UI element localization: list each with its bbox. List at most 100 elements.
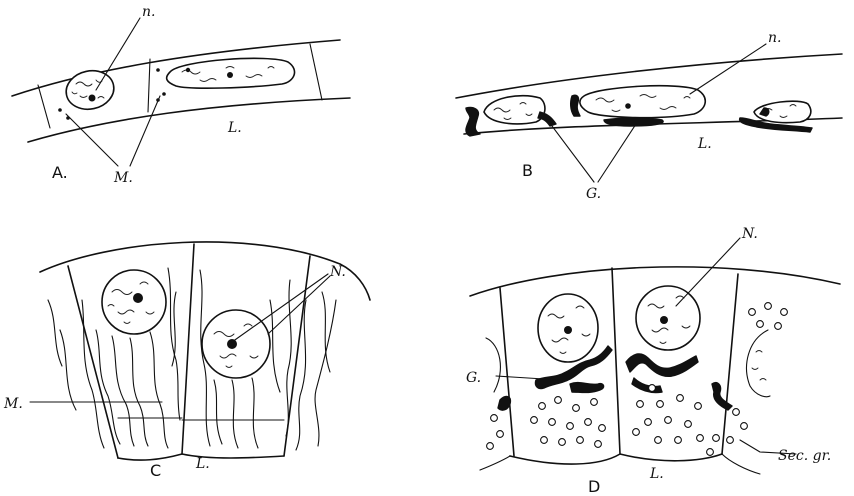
panel-c-mitochondrion <box>48 300 62 366</box>
panel-d-granule <box>657 401 664 408</box>
panel-b-letter: B <box>522 161 533 180</box>
panel-d-nucleolus <box>564 326 572 334</box>
panel-d-nucleus-label: N. <box>741 226 758 242</box>
panel-d-golgi-label: G. <box>466 370 481 386</box>
panel-a-nucleus <box>63 66 118 113</box>
panel-d-granule <box>733 409 740 416</box>
panel-b-leader-golgi <box>598 124 636 182</box>
panel-d-lumen-label: L. <box>649 466 664 482</box>
panel-c-leader-nucleus <box>268 276 330 334</box>
panel-d-leader-nucleus <box>676 238 740 306</box>
panel-c-lumen-label: L. <box>195 456 210 472</box>
panel-d-lumen-border <box>722 454 760 474</box>
panel-d-granule <box>497 431 504 438</box>
panel-d-granule <box>757 321 764 328</box>
panel-c-nucleus-label: N. <box>329 264 346 280</box>
panel-d-granule <box>591 399 598 406</box>
panel-b-golgi <box>466 107 480 136</box>
panel-b-golgi <box>571 95 580 116</box>
panel-d-cell-wall <box>722 274 738 454</box>
panel-b-nucleus-label: n. <box>768 30 781 46</box>
panel-d-golgi <box>626 354 698 376</box>
panel-c-mitochondrion <box>172 292 176 366</box>
panel-d-lumen-border <box>480 456 510 470</box>
panel-c-mitochondrion <box>168 268 180 420</box>
panel-d-granule <box>555 397 562 404</box>
panel-b-nucleus <box>484 96 545 124</box>
panel-d-granule <box>487 443 494 450</box>
panel-d-golgi <box>632 378 662 393</box>
panel-d-granule <box>685 421 692 428</box>
panel-a-cell-wall <box>310 44 322 100</box>
panel-d-granule <box>531 417 538 424</box>
panel-b-nucleus-elongated <box>580 86 705 118</box>
panel-c-mitochondrion <box>150 332 168 448</box>
panel-d-granule <box>697 435 704 442</box>
panel-b-lumen-label: L. <box>697 136 712 152</box>
panel-d-partial-nucleus <box>747 330 770 397</box>
panel-d-secretory-label: Sec. gr. <box>778 448 831 464</box>
panel-c-leader-nucleus <box>232 274 328 342</box>
panel-d-granule <box>573 405 580 412</box>
panel-a-leader-mito <box>130 96 160 166</box>
panel-a-leader-nucleus <box>96 18 140 90</box>
panel-c-mitochondrion <box>232 380 238 448</box>
panel-a-mito-label: M. <box>113 170 133 186</box>
panel-d-granule <box>541 437 548 444</box>
panel-d-lumen-border <box>510 454 722 464</box>
panel-b-nucleolus <box>625 103 631 109</box>
panel-d-granule <box>713 435 720 442</box>
panel-d-granule <box>707 449 714 456</box>
panel-d-granule <box>599 425 606 432</box>
panel-d-granule <box>677 395 684 402</box>
panel-d-nucleus <box>636 286 700 350</box>
panel-d-letter: D <box>588 477 600 496</box>
panel-d-granule <box>645 419 652 426</box>
panel-d-granule <box>655 437 662 444</box>
panel-d-partial-nucleus <box>486 338 500 392</box>
panel-d-cell-wall <box>612 268 620 454</box>
panel-d-granule <box>585 419 592 426</box>
panel-d-granule <box>633 429 640 436</box>
panel-c: N. M. L. C <box>3 242 370 480</box>
panel-d-golgi <box>712 383 732 410</box>
panel-d-granule <box>491 415 498 422</box>
panel-c-mitochondrion <box>60 330 76 410</box>
panel-c-outer-membrane <box>40 242 370 300</box>
panel-d-nucleolus <box>660 316 668 324</box>
panel-c-nucleolus <box>227 339 237 349</box>
panel-a-letter: A. <box>52 163 68 182</box>
panel-c-mito-label: M. <box>3 396 23 412</box>
panel-a-nucleus-label: n. <box>142 4 155 20</box>
panel-a-cell-wall <box>38 85 50 128</box>
panel-d-granule <box>765 303 772 310</box>
panel-a: n. M. L. A. <box>12 4 350 186</box>
panel-a-mitochondrion <box>156 68 160 72</box>
panel-d-granule <box>577 437 584 444</box>
panel-d-granule <box>559 439 566 446</box>
panel-c-cell-wall <box>182 244 194 454</box>
panel-d-granule <box>539 403 546 410</box>
panel-d-granule <box>749 309 756 316</box>
panel-d-chromatin <box>752 351 766 381</box>
panel-a-mitochondrion <box>162 92 166 96</box>
panel-d-golgi <box>498 397 510 411</box>
panel-d-granule <box>775 323 782 330</box>
panel-a-nucleolus <box>89 95 96 102</box>
panel-a-lumen-label: L. <box>227 120 242 136</box>
panel-d-granule <box>567 423 574 430</box>
panel-d-granule <box>727 437 734 444</box>
panel-d-granule <box>665 417 672 424</box>
panel-d-granule <box>637 401 644 408</box>
panel-b-leader-nucleus <box>690 44 766 94</box>
panel-d-granule <box>741 423 748 430</box>
panel-c-mitochondrion <box>214 380 222 444</box>
panel-b-golgi <box>604 118 663 126</box>
panel-d-granule <box>595 441 602 448</box>
panel-a-nucleolus <box>227 72 233 78</box>
panel-a-chromatin-dot <box>186 68 190 72</box>
panel-a-cell-wall <box>148 59 150 112</box>
panel-d-granule <box>781 309 788 316</box>
panel-d-granule <box>549 419 556 426</box>
